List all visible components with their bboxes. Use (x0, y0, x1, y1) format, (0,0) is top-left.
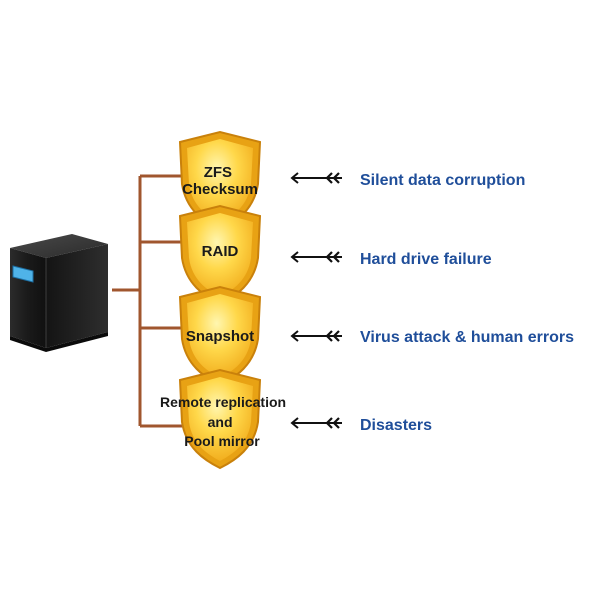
incoming-arrow-icon (290, 417, 342, 429)
threat-label: Disasters (360, 417, 432, 434)
threat-label: Silent data corruption (360, 172, 525, 189)
shield-icon (178, 285, 262, 387)
protection-row-1: ZFS Checksum Silent data corruption (178, 130, 525, 232)
shield-label: Snapshot (186, 328, 254, 345)
shield-label: RAID (202, 243, 239, 260)
incoming-arrow-icon (290, 251, 342, 263)
threat-label: Virus attack & human errors (360, 329, 574, 346)
connector-tree (112, 174, 188, 428)
incoming-arrow-icon (290, 172, 342, 184)
shield-label: ZFS Checksum (182, 164, 258, 198)
shield-icon (178, 204, 262, 306)
shield-label: Remote replication and Pool mirror (160, 394, 290, 449)
shield-icon (178, 368, 262, 470)
incoming-arrow-icon (290, 330, 342, 342)
nas-server-icon (10, 234, 108, 352)
protection-row-2: RAID Hard drive failure (178, 204, 492, 306)
threat-label: Hard drive failure (360, 251, 492, 268)
protection-row-3: Snapshot Virus attack & human errors (178, 285, 574, 387)
protection-row-4: Remote replication and Pool mirror Disas… (160, 368, 432, 470)
shield-icon (178, 130, 262, 232)
